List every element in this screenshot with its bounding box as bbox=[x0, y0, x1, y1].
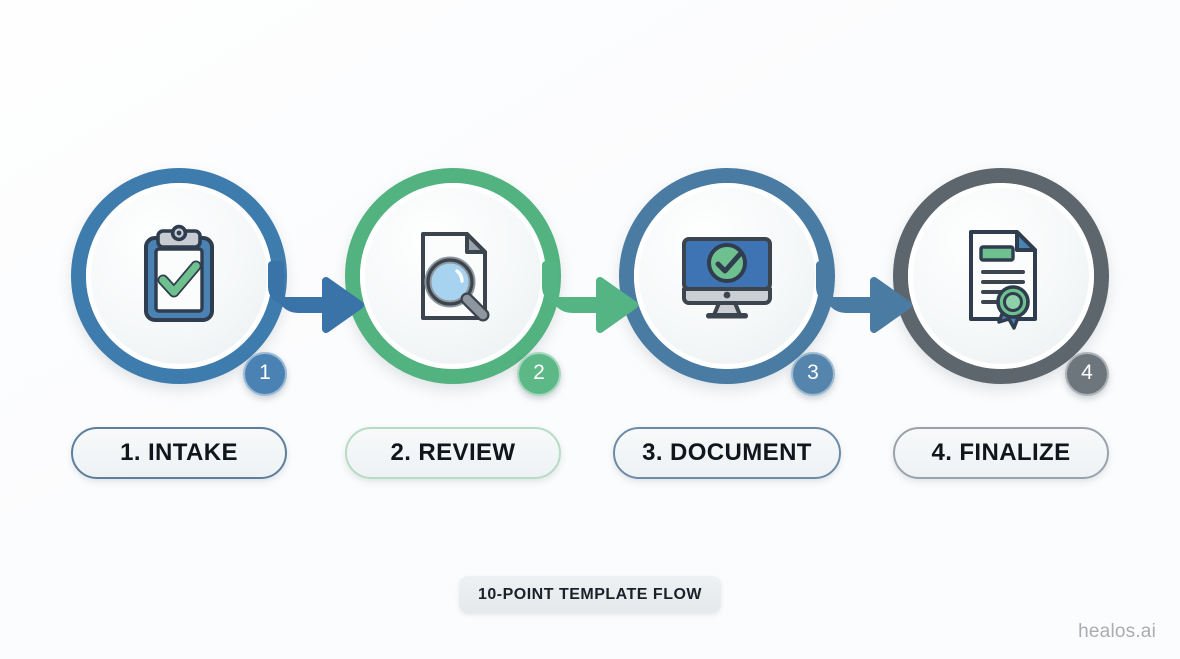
step-4-finalize[interactable]: 4 bbox=[893, 168, 1109, 400]
monitor-check-icon bbox=[682, 237, 772, 319]
labels-row: 1. INTAKE 2. REVIEW 3. DOCUMENT 4. FINAL… bbox=[0, 427, 1180, 483]
step-1-label[interactable]: 1. INTAKE bbox=[71, 427, 287, 479]
step-4-label[interactable]: 4. FINALIZE bbox=[893, 427, 1109, 479]
step-3-badge: 3 bbox=[791, 352, 835, 396]
step-1-badge: 1 bbox=[243, 352, 287, 396]
step-2-badge: 2 bbox=[517, 352, 561, 396]
document-magnifier-icon bbox=[421, 232, 490, 322]
step-4-icon-container bbox=[908, 183, 1094, 369]
step-2-badge-number: 2 bbox=[533, 361, 545, 384]
step-3-ring-wrap bbox=[619, 168, 835, 384]
steps-row: 1 2 bbox=[0, 168, 1180, 428]
clipboard-check-icon bbox=[144, 224, 214, 322]
step-3-label[interactable]: 3. DOCUMENT bbox=[613, 427, 841, 479]
arrow-step2-to-step3-icon bbox=[542, 261, 638, 333]
step-4-ring-wrap bbox=[893, 168, 1109, 384]
arrow-step1-to-step2-icon bbox=[268, 261, 364, 333]
step-2-icon-container bbox=[360, 183, 546, 369]
arrow-step3-to-step4-icon bbox=[816, 261, 912, 333]
certificate-award-icon bbox=[969, 230, 1037, 330]
step-1-intake[interactable]: 1 bbox=[71, 168, 287, 400]
step-1-badge-number: 1 bbox=[259, 361, 271, 384]
step-2-review[interactable]: 2 bbox=[345, 168, 561, 400]
step-4-badge-number: 4 bbox=[1081, 361, 1093, 384]
flow-caption: 10-POINT TEMPLATE FLOW bbox=[459, 576, 721, 613]
step-2-ring-wrap bbox=[345, 168, 561, 384]
step-3-icon-container bbox=[634, 183, 820, 369]
step-2-label[interactable]: 2. REVIEW bbox=[345, 427, 561, 479]
step-3-document[interactable]: 3 bbox=[619, 168, 835, 400]
step-4-badge: 4 bbox=[1065, 352, 1109, 396]
step-1-icon-container bbox=[86, 183, 272, 369]
step-3-badge-number: 3 bbox=[807, 361, 819, 384]
step-1-ring-wrap bbox=[71, 168, 287, 384]
watermark: healos.ai bbox=[1078, 621, 1156, 642]
